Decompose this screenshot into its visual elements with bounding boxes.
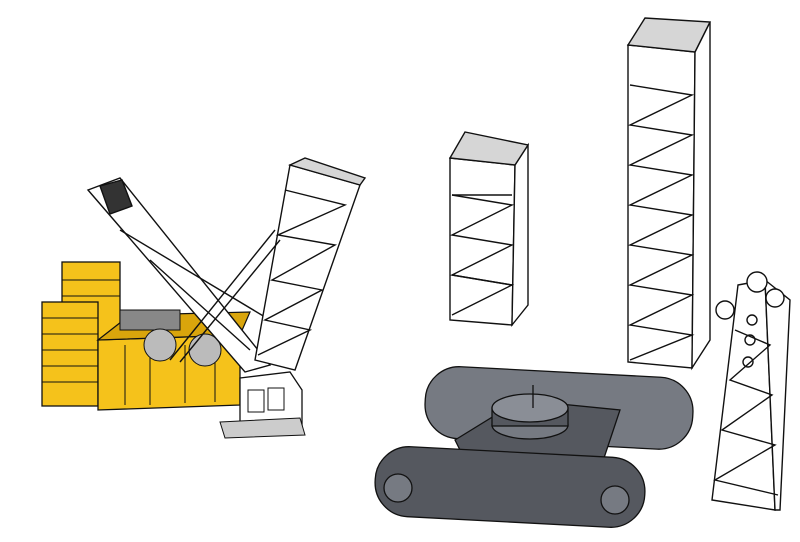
mast [86,177,272,373]
crawler-undercarriage [374,366,694,528]
boom-lattice [169,157,367,371]
boom-tip-section [711,271,791,511]
crawler-crane-assembly [41,157,367,439]
lattice-boom-section-long [626,17,712,371]
operator-cab [219,371,306,439]
lattice-boom-section-short [448,131,530,328]
superstructure-body [96,309,251,411]
